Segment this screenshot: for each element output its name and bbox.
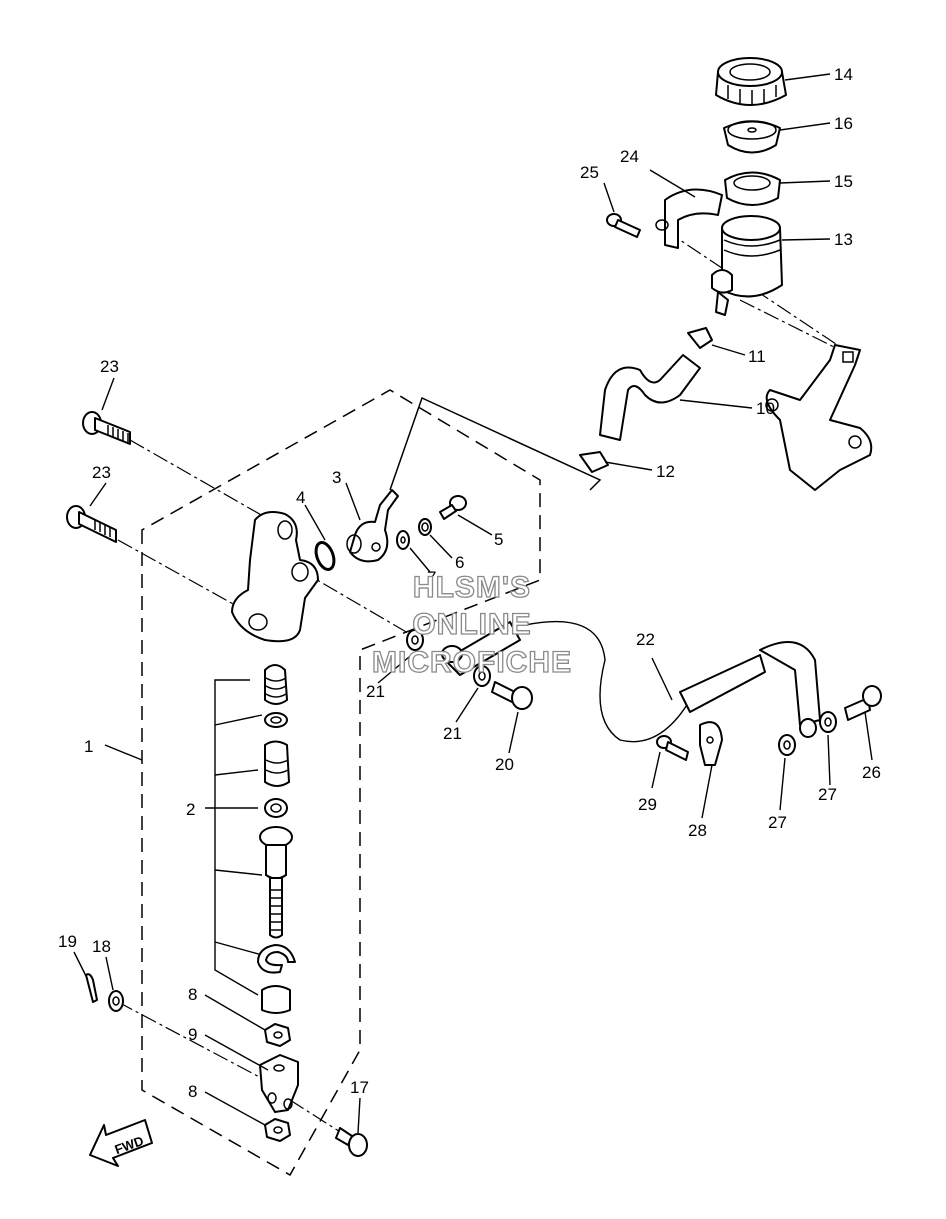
callout-3: 3 [332, 468, 341, 487]
bracket [765, 344, 873, 491]
watermark-line-1: HLSM'S [413, 571, 531, 604]
callout-13: 13 [834, 230, 853, 249]
diaphragm-16 [723, 120, 781, 154]
reservoir-holder-24 [655, 188, 723, 249]
callout-9: 9 [188, 1025, 197, 1044]
piston [264, 740, 290, 787]
circlip-6 [418, 518, 432, 536]
reservoir-tank-13 [711, 215, 783, 316]
callout-2: 2 [186, 800, 195, 819]
callout-26: 26 [862, 763, 881, 782]
callout-19: 19 [58, 932, 77, 951]
push-rod [259, 826, 293, 939]
bolt-25 [606, 213, 641, 238]
callout-28: 28 [688, 821, 707, 840]
reservoir-cap-14 [715, 57, 787, 106]
screw-5 [439, 495, 467, 520]
master-cylinder-body [231, 511, 319, 643]
callout-29: 29 [638, 795, 657, 814]
boot [261, 985, 291, 1014]
cup-seal [264, 712, 288, 728]
callout-1: 1 [84, 737, 93, 756]
washer-27-right [819, 711, 837, 733]
callout-12: 12 [656, 462, 675, 481]
callout-27-right: 27 [818, 785, 837, 804]
union-bolt-26 [844, 685, 882, 721]
callout-20: 20 [495, 755, 514, 774]
bolt-23-upper [82, 411, 131, 445]
callout-17: 17 [350, 1078, 369, 1097]
callout-23-upper: 23 [100, 357, 119, 376]
callout-labels: 1 2 3 4 5 6 7 8 8 9 10 11 12 13 14 15 16… [58, 65, 881, 1101]
callout-leaders [73, 73, 873, 1134]
washer-7 [396, 530, 410, 550]
callout-27-left: 27 [768, 813, 787, 832]
union-bolt-20 [491, 681, 533, 710]
pin-17 [335, 1127, 368, 1157]
nut-8-lower [264, 1118, 291, 1142]
plate-15 [724, 171, 781, 206]
callout-11: 11 [748, 347, 766, 366]
bolt-29 [656, 735, 689, 761]
assembly-outline [141, 389, 541, 1177]
washer-27-left [778, 734, 796, 756]
callout-21-upper: 21 [366, 682, 385, 701]
callout-18: 18 [92, 937, 111, 956]
callout-22: 22 [636, 630, 655, 649]
callout-6: 6 [455, 553, 464, 572]
watermark: HLSM'S ONLINE MICROFICHE [371, 570, 572, 679]
circlip [257, 944, 296, 974]
bolt-23-lower [66, 505, 117, 543]
washer-21-lower [473, 665, 491, 687]
fwd-arrow: FWD [89, 1119, 153, 1167]
hose-clamp-12 [579, 451, 609, 473]
hose-clamp-11 [687, 327, 713, 349]
piston-spring [264, 664, 288, 705]
reservoir-hose-10 [599, 354, 701, 441]
clevis-9 [259, 1054, 299, 1113]
callout-8-lower: 8 [188, 1082, 197, 1101]
callout-8-upper: 8 [188, 985, 197, 1004]
washer-21-upper [406, 629, 424, 651]
callout-21-lower: 21 [443, 724, 462, 743]
callout-4: 4 [296, 488, 305, 507]
callout-16: 16 [834, 114, 853, 133]
callout-10: 10 [756, 399, 775, 418]
callout-7: 7 [427, 568, 436, 587]
watermark-line-2: ONLINE [412, 608, 531, 641]
hose-joint-3 [346, 489, 399, 563]
callout-25: 25 [580, 163, 599, 182]
callout-24: 24 [620, 147, 639, 166]
watermark-line-3: MICROFICHE [372, 646, 572, 679]
washer-18 [108, 990, 124, 1012]
nut-8-upper [264, 1023, 291, 1047]
cotter-pin-19 [85, 973, 98, 1003]
callout-23-lower: 23 [92, 463, 111, 482]
o-ring-4 [314, 541, 336, 571]
hose-clamp-28 [699, 721, 723, 766]
callout-5: 5 [494, 530, 503, 549]
cup-seal-secondary [264, 798, 288, 818]
callout-15: 15 [834, 172, 853, 191]
brake-hose-22 [441, 620, 821, 743]
callout-14: 14 [834, 65, 853, 84]
